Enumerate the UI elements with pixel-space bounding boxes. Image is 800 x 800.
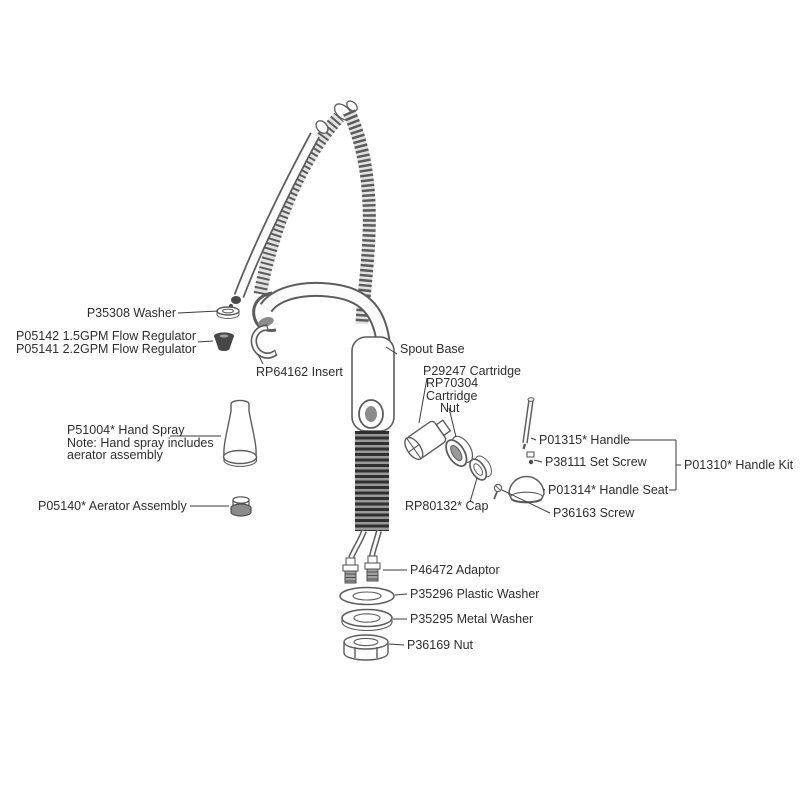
label-screw: P36163 Screw: [553, 506, 635, 520]
label-hand-spray: P51004* Hand Spray Note: Hand spray incl…: [67, 424, 214, 462]
label-flow-regulator-1-5gpm: P05142 1.5GPM Flow Regulator: [16, 329, 196, 343]
label-cartridge-nut: RP70304 Cartridge Nut: [426, 377, 478, 415]
leader-spout-base: [385, 346, 398, 355]
flow-regulator-part: [214, 332, 234, 351]
nut-part: [343, 634, 389, 661]
label-handle-kit: P01310* Handle Kit: [684, 458, 794, 472]
label-adaptor: P46472 Adaptor: [410, 563, 500, 577]
leader-cartridge-nut: [448, 407, 457, 438]
label-nut: P36169 Nut: [407, 638, 474, 652]
plastic-washer-part: [339, 586, 395, 606]
label-insert: RP64162 Insert: [256, 365, 343, 379]
leader-flow-regulator: [197, 340, 214, 343]
label-aerator: P05140* Aerator Assembly: [38, 499, 187, 513]
label-set-screw: P38111 Set Screw: [545, 455, 647, 469]
label-cartridge-nut-line1: RP70304: [426, 376, 479, 390]
label-spout-base: Spout Base: [400, 342, 465, 356]
label-handle: P01315* Handle: [539, 433, 631, 447]
cartridge-part: [404, 419, 452, 461]
supply-tubes: [348, 529, 382, 560]
set-screw-part: [526, 451, 535, 465]
leader-nut: [388, 643, 405, 646]
label-cap: RP80132* Cap: [405, 499, 489, 513]
handle-kit-bracket: [675, 440, 681, 490]
washer-part: [216, 306, 240, 319]
label-hand-spray-note-line1: Note: Hand spray includes: [67, 435, 214, 450]
handle-seat-part: [508, 475, 545, 504]
metal-washer-part: [341, 608, 393, 632]
cartridge-nut-part: [445, 435, 474, 467]
coil-spring-hose: [253, 112, 344, 296]
leader-plastic-washer: [394, 593, 408, 596]
label-handle-seat: P01314* Handle Seat: [548, 483, 669, 497]
spout-base-body: [351, 336, 395, 432]
label-flow-regulator-2-2gpm: P05141 2.2GPM Flow Regulator: [16, 341, 196, 356]
leader-cap: [469, 477, 478, 503]
spray-wand: [229, 132, 320, 308]
leader-lines: [170, 310, 681, 646]
cap-part: [469, 455, 492, 481]
label-plastic-washer: P35296 Plastic Washer: [410, 587, 540, 601]
label-hand-spray-part-number: P51004* Hand Spray: [67, 423, 185, 437]
leader-handle: [530, 437, 676, 441]
aerator-part: [230, 496, 252, 517]
label-cartridge-nut-line3: Nut: [440, 401, 460, 415]
leader-set-screw: [533, 459, 543, 463]
label-cartridge: P29247 Cartridge: [423, 364, 521, 378]
handle-part: [522, 397, 535, 450]
label-hand-spray-note-line2: aerator assembly: [67, 448, 163, 462]
leader-washer: [177, 310, 219, 314]
hand-spray-part: [222, 399, 258, 467]
adaptor-parts: [342, 555, 381, 584]
insert-part: [250, 324, 278, 359]
leader-cartridge: [418, 377, 428, 424]
leader-insert: [257, 353, 264, 365]
leader-handle-seat: [542, 488, 676, 491]
label-flow-regulators: P05142 1.5GPM Flow Regulator P05141 2.2G…: [16, 330, 196, 355]
screw-part: [493, 483, 503, 500]
label-cartridge-nut-line2: Cartridge: [426, 388, 478, 403]
label-washer: P35308 Washer: [86, 306, 176, 320]
leader-screw: [501, 489, 551, 514]
wand-nozzle-tip: [231, 296, 241, 304]
label-metal-washer: P35295 Metal Washer: [410, 612, 534, 626]
